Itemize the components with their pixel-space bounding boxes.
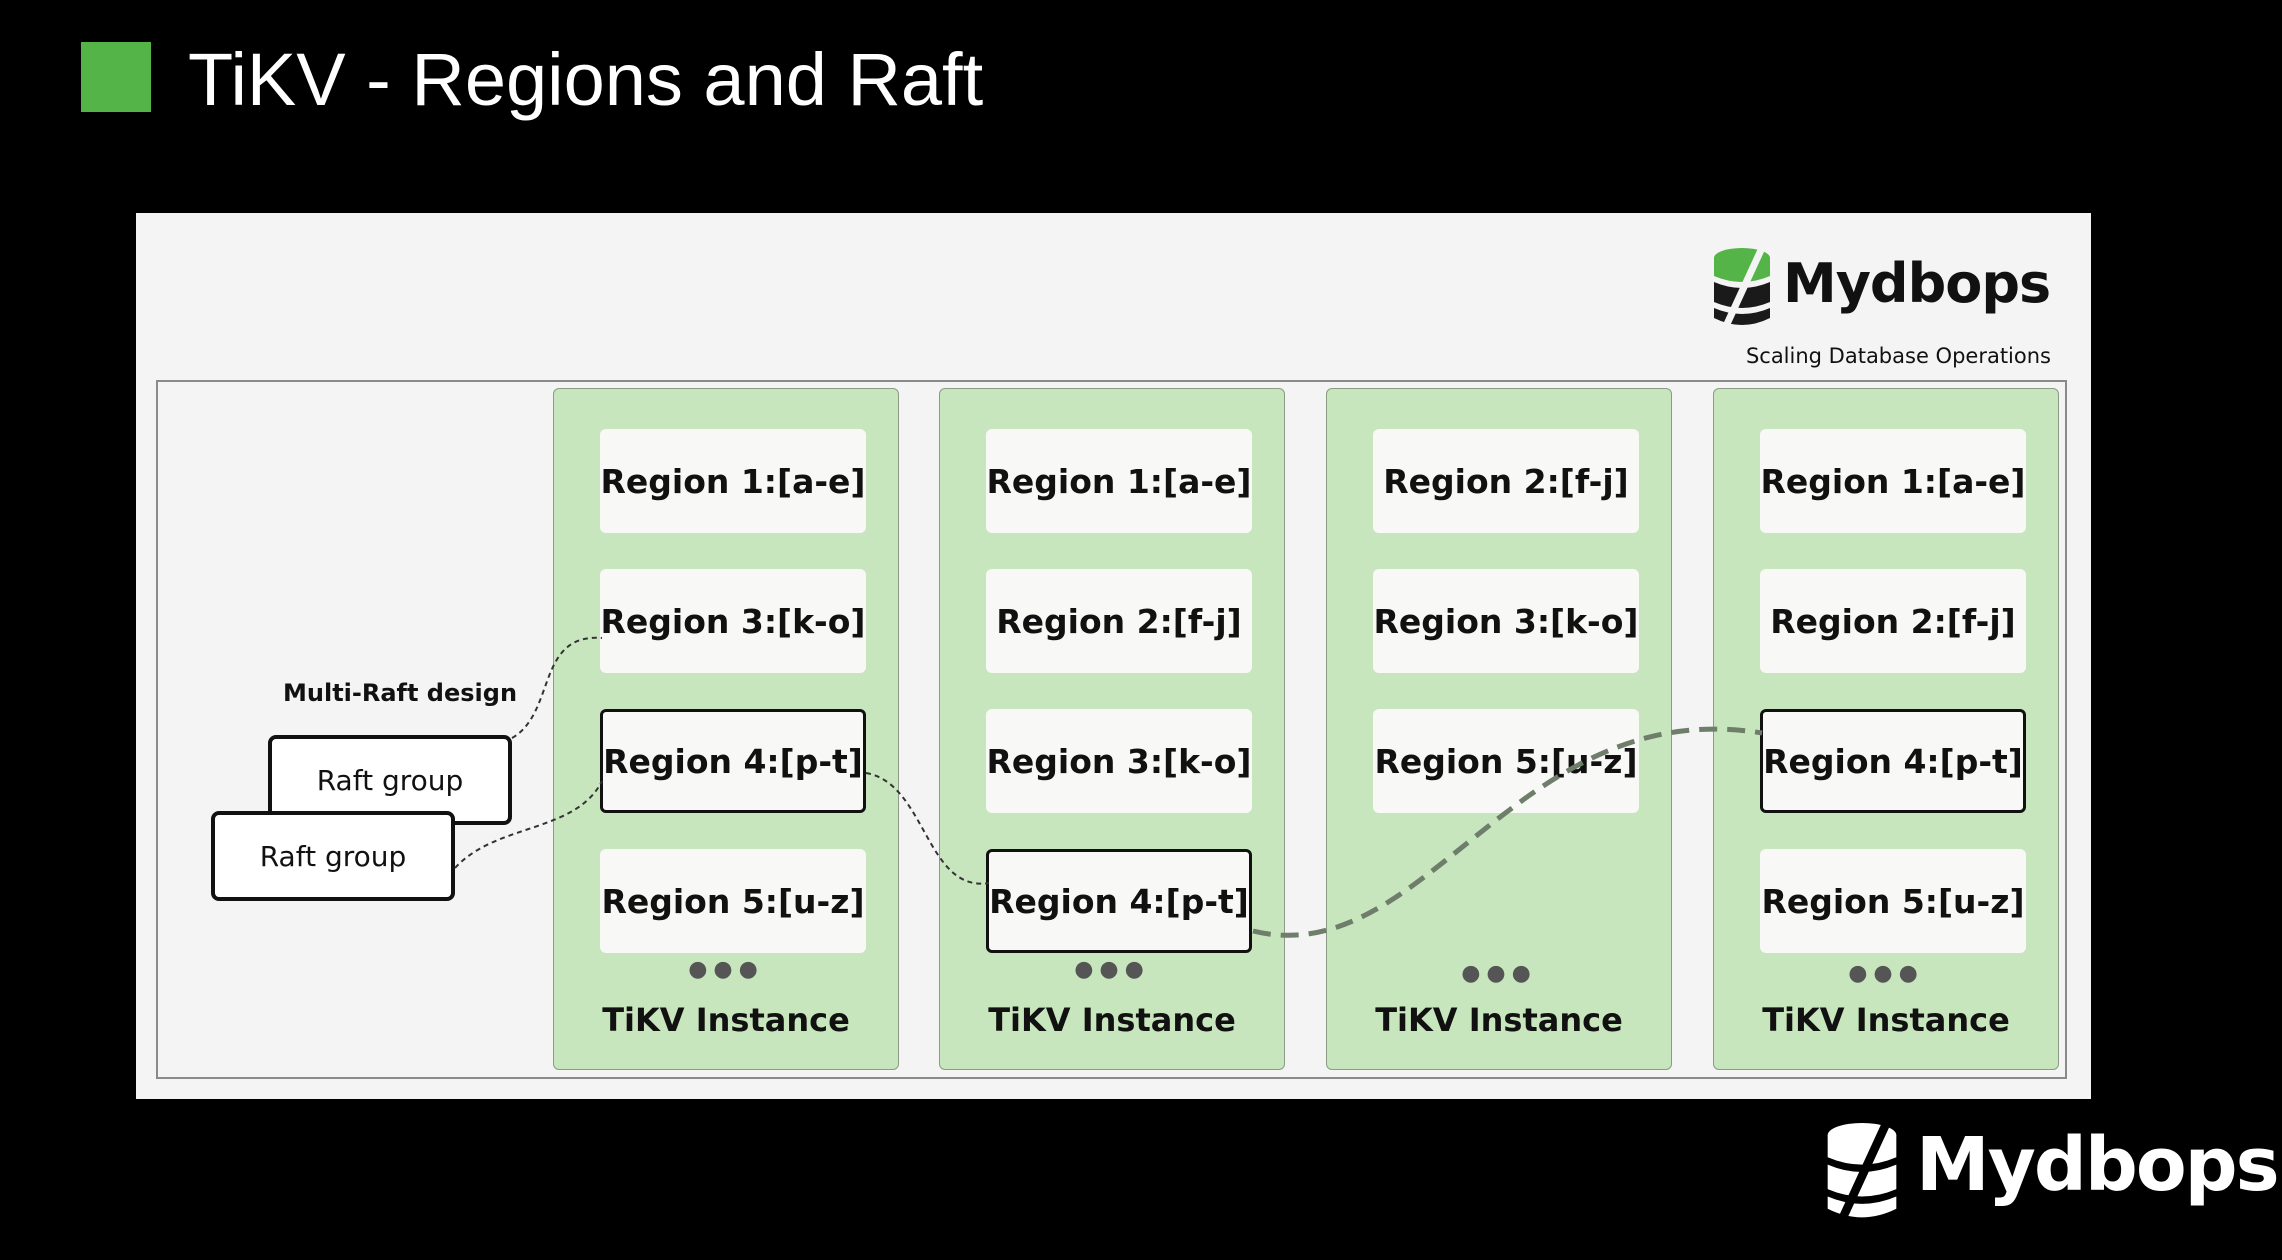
raft-group-link-region-3 [511,636,603,739]
cluster-frame [156,380,2067,1079]
region-box: Region 5:[u-z] [1373,709,1639,813]
tikv-instance-label: TiKV Instance [602,1001,850,1039]
more-regions-ellipsis: ●●● [1848,961,1924,986]
diagram-panel: Mydbops Scaling Database Operations Regi… [136,213,2091,1099]
region-box: Region 1:[a-e] [986,429,1252,533]
logo-tagline: Scaling Database Operations [1745,344,2051,368]
region-box: Region 2:[f-j] [1760,569,2026,673]
tikv-instance-2: Region 1:[a-e] Region 2:[f-j] Region 3:[k-… [939,388,1285,1070]
multi-raft-label: Multi-Raft design [283,679,518,707]
tikv-instance-4: Region 1:[a-e] Region 2:[f-j] Region 4:[p-… [1713,388,2059,1070]
region-box: Region 5:[u-z] [600,849,866,953]
region-box: Region 4:[p-t] [986,849,1252,953]
region-4-link-instance-2 [865,772,990,885]
region-box: Region 3:[k-o] [1373,569,1639,673]
title-accent-square [81,42,151,112]
raft-connectors [454,636,1763,938]
tikv-instance-1: Region 1:[a-e] Region 3:[k-o] Region 4:[p-… [553,388,899,1070]
tikv-instance-3: Region 2:[f-j] Region 3:[k-o] Region 5:[u-… [1326,388,1672,1070]
region-box: Region 4:[p-t] [1760,709,2026,813]
logo-brand-text: Mydbops [1783,252,2051,315]
region-box: Region 1:[a-e] [1760,429,2026,533]
region-box: Region 2:[f-j] [986,569,1252,673]
region-box: Region 3:[k-o] [600,569,866,673]
raft-group-front: Raft group [211,811,455,901]
more-regions-ellipsis: ●●● [1461,961,1537,986]
slide-title: TiKV - Regions and Raft [188,38,984,121]
region-box: Region 3:[k-o] [986,709,1252,813]
mydbops-logo-icon [1714,248,1770,326]
tikv-instance-label: TiKV Instance [1375,1001,1623,1039]
region-box: Region 1:[a-e] [600,429,866,533]
mydbops-logo: Mydbops Scaling Database Operations [1711,246,2051,368]
region-box: Region 4:[p-t] [600,709,866,813]
region-4-link-instance-4 [1252,726,1763,938]
tikv-instance-label: TiKV Instance [988,1001,1236,1039]
footer-logo-brand-text: Mydbops [1916,1122,2280,1208]
raft-group-link-region-4 [454,780,603,869]
more-regions-ellipsis: ●●● [688,957,764,982]
region-box: Region 5:[u-z] [1760,849,2026,953]
region-box: Region 2:[f-j] [1373,429,1639,533]
footer-logo: Mydbops [1824,1120,2280,1230]
mydbops-logo-icon [1827,1122,1897,1218]
tikv-instance-label: TiKV Instance [1762,1001,2010,1039]
more-regions-ellipsis: ●●● [1074,957,1150,982]
